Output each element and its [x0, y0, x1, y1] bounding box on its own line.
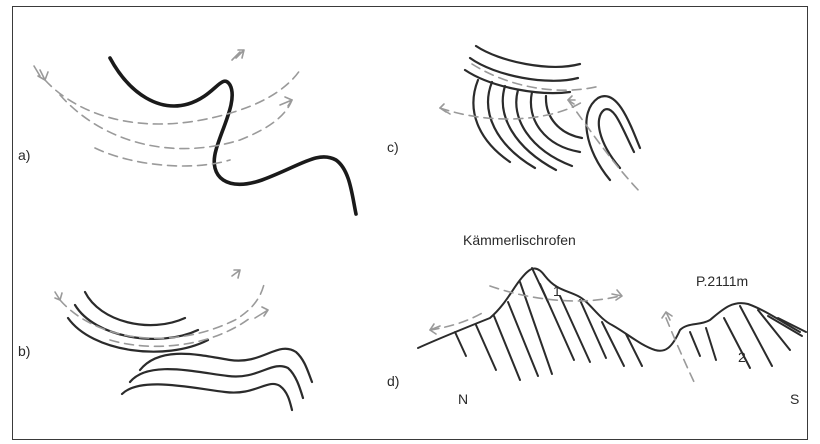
- panel-b-lower-fold-2: [130, 366, 303, 398]
- panel-a-arrow-left: [34, 66, 48, 80]
- panel-c-label: c): [387, 139, 399, 155]
- panel-a-label: a): [18, 147, 30, 163]
- panel-d-label: d): [387, 373, 399, 389]
- panel-b-label: b): [18, 343, 30, 359]
- panel-a-arrow-top: [232, 50, 244, 60]
- panel-d-title: Kämmerlischrofen: [463, 232, 576, 248]
- panel-b-lower-fold-3: [122, 384, 292, 410]
- panel-c-nested-4: [516, 90, 572, 166]
- panel-d-peak-label: P.2111m: [696, 273, 748, 289]
- panel-d: d) Kämmerlischrofen P.2111m N S 1 2: [387, 232, 806, 407]
- panel-a-fold-line: [110, 58, 356, 214]
- panel-c-nested-2: [488, 82, 535, 168]
- panel-c-arrow-mid: [568, 96, 575, 104]
- panel-b: b): [18, 270, 312, 410]
- panel-d-south-label: S: [790, 391, 799, 407]
- panel-b-arrow-left: [55, 292, 62, 300]
- panel-c-dashed-axis: [440, 100, 585, 119]
- panel-b-lower-fold-1: [140, 349, 312, 382]
- panel-b-dashed-arc-1: [60, 280, 265, 338]
- panel-c-nested-3: [503, 86, 556, 170]
- panel-c-hook-inner: [599, 109, 634, 168]
- panel-c-hook-outer: [586, 96, 640, 180]
- panel-d-arrow-right: [612, 290, 622, 300]
- panel-b-upper-fold-1: [85, 292, 185, 325]
- panel-c-upper-band-1: [476, 46, 580, 67]
- panel-d-strata-hatching: [455, 268, 806, 380]
- panel-c-upper-band-2: [470, 58, 578, 81]
- panel-a: a): [18, 50, 356, 214]
- panel-c-nested-5: [531, 92, 580, 152]
- panel-d-north-label: N: [458, 391, 468, 407]
- panel-d-dashed-fold-axis-3: [666, 318, 695, 384]
- panel-c-nested-6: [546, 96, 582, 138]
- panel-b-upper-fold-2: [75, 305, 198, 339]
- panel-b-arrow-right: [255, 307, 268, 318]
- panel-b-arrow-top: [232, 270, 240, 278]
- panel-a-dashed-arc-3: [95, 148, 230, 166]
- panel-c: c): [387, 46, 640, 192]
